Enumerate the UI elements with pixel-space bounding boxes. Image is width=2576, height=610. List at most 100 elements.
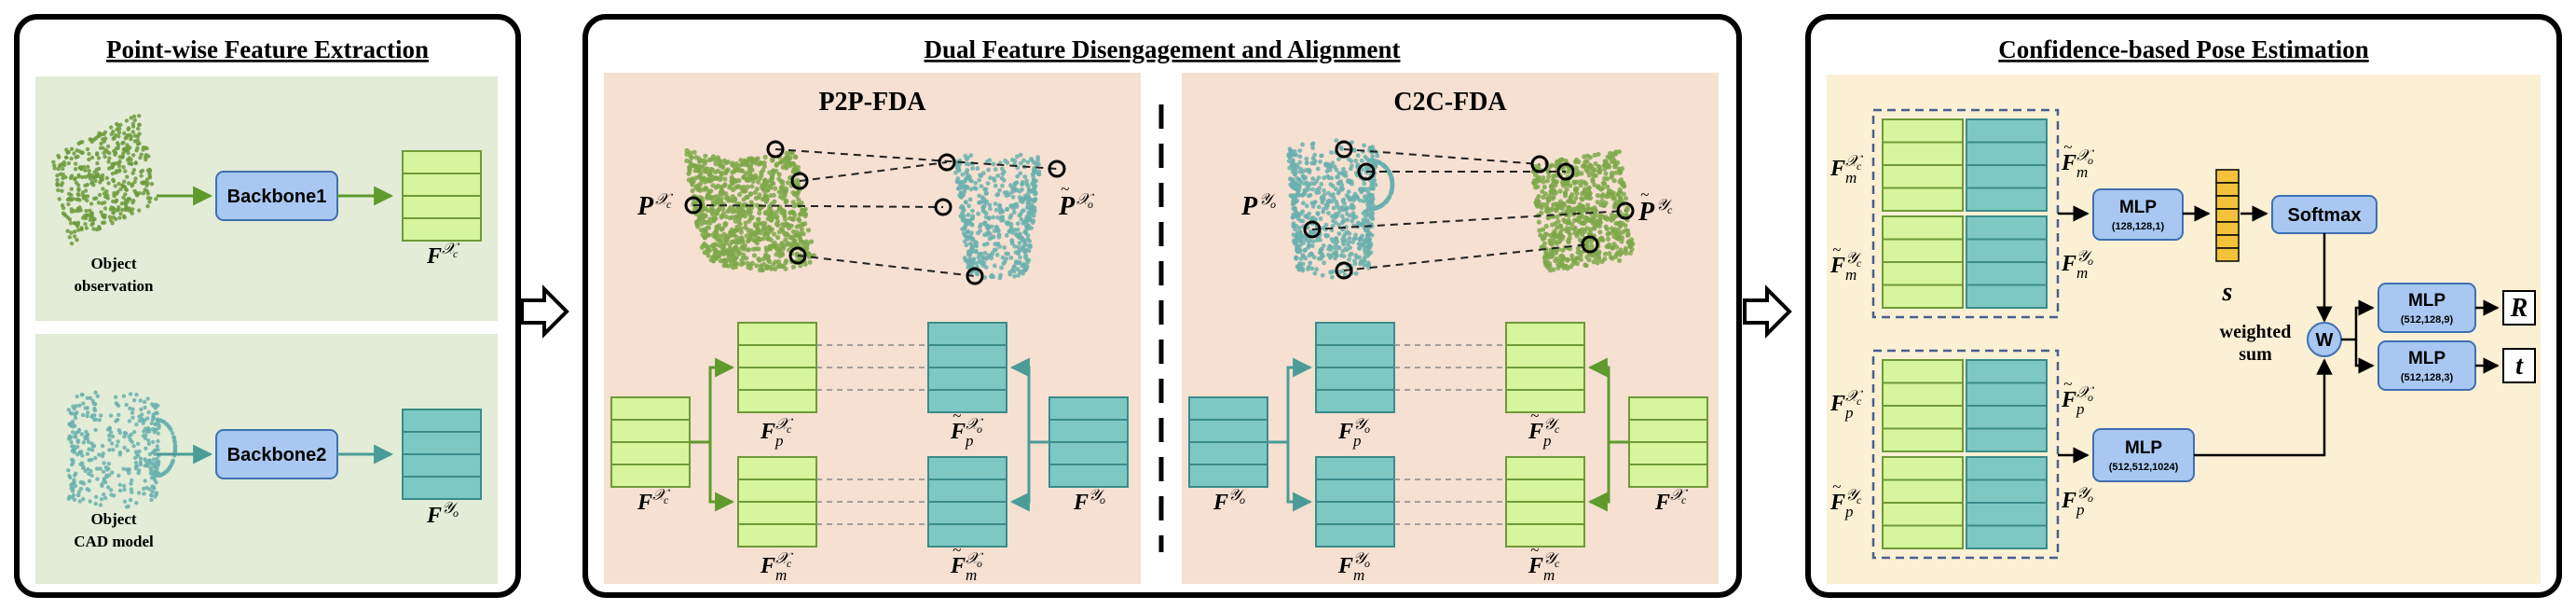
cloud-point bbox=[996, 232, 1002, 238]
cloud-point bbox=[1360, 258, 1365, 264]
cloud-point bbox=[1337, 270, 1342, 274]
cloud-point bbox=[1578, 183, 1583, 188]
cloud-point bbox=[990, 251, 995, 256]
cloud-point bbox=[89, 212, 94, 216]
cloud-point bbox=[110, 434, 116, 439]
cloud-point bbox=[1350, 215, 1356, 221]
cloud-point bbox=[96, 201, 102, 205]
cloud-point bbox=[131, 444, 136, 449]
translation-output-box bbox=[2502, 348, 2536, 383]
feature-row bbox=[1882, 284, 1964, 309]
cloud-point bbox=[1298, 256, 1304, 261]
cloud-point bbox=[1315, 212, 1321, 216]
cloud-point bbox=[773, 266, 778, 271]
feature-row bbox=[1882, 502, 1964, 527]
symbol-text: F bbox=[1213, 491, 1228, 515]
cloud-point bbox=[81, 496, 86, 502]
cloud-point bbox=[137, 468, 142, 473]
cloud-point bbox=[1302, 236, 1308, 242]
cloud-point bbox=[726, 234, 732, 240]
cloud-point bbox=[87, 157, 91, 162]
cloud-point bbox=[761, 227, 767, 232]
cloud-point bbox=[144, 462, 149, 466]
cloud-point bbox=[1019, 216, 1024, 222]
obs-caption-line1: Object bbox=[90, 255, 136, 272]
feature-row bbox=[610, 419, 691, 443]
tilde-mark: ~ bbox=[1832, 478, 1841, 495]
feature-row bbox=[927, 501, 1007, 525]
p2p-feat-Fp-Xc bbox=[737, 322, 817, 413]
cloud-point bbox=[1604, 161, 1610, 168]
cloud-point bbox=[958, 194, 963, 199]
cloud-point bbox=[1598, 187, 1604, 192]
cloud-point bbox=[128, 392, 133, 396]
cloud-point bbox=[158, 418, 163, 423]
cloud-point bbox=[155, 456, 159, 462]
cloud-point bbox=[730, 178, 736, 184]
cloud-point bbox=[1312, 270, 1318, 276]
cloud-point bbox=[109, 492, 114, 497]
feature-row bbox=[927, 478, 1007, 503]
cloud-point bbox=[132, 118, 137, 123]
cloud-point bbox=[74, 180, 79, 186]
cloud-point bbox=[769, 209, 774, 215]
cloud-point bbox=[1319, 252, 1324, 256]
cloud-point bbox=[1309, 243, 1315, 249]
cloud-point bbox=[1005, 206, 1010, 212]
cloud-point bbox=[1586, 257, 1592, 263]
superscript-index: c bbox=[1667, 203, 1673, 216]
feature-row bbox=[1315, 322, 1395, 346]
cloud-point bbox=[1330, 274, 1335, 280]
cloud-point bbox=[1580, 163, 1585, 169]
cloud-point bbox=[1340, 237, 1346, 242]
symbol-text: F bbox=[760, 554, 775, 578]
cloud-point bbox=[1551, 267, 1556, 272]
cloud-point bbox=[1592, 167, 1598, 173]
cloud-point bbox=[739, 235, 745, 241]
cloud-point bbox=[93, 178, 98, 184]
cloud-point bbox=[1290, 215, 1295, 220]
feature-row bbox=[610, 396, 691, 421]
cloud-point bbox=[1617, 231, 1623, 237]
cloud-point bbox=[1364, 157, 1370, 162]
cloud-point bbox=[1591, 259, 1596, 265]
cloud-point bbox=[77, 499, 83, 504]
cloud-point bbox=[979, 184, 984, 189]
symbol-text: F bbox=[760, 420, 775, 444]
cloud-point bbox=[713, 252, 719, 257]
cloud-point bbox=[66, 160, 72, 166]
cloud-point bbox=[1557, 199, 1563, 204]
flow-arrow-2 bbox=[1743, 284, 1792, 339]
cloud-point bbox=[134, 393, 139, 397]
backbone2-label: Backbone2 bbox=[227, 445, 327, 465]
cloud-point bbox=[85, 395, 90, 400]
cloud-point bbox=[117, 488, 123, 493]
cloud-point bbox=[1569, 221, 1575, 228]
cloud-point bbox=[716, 157, 721, 162]
cloud-point bbox=[1388, 172, 1393, 177]
feature-row bbox=[1628, 396, 1708, 421]
cloud-point bbox=[170, 431, 175, 436]
cloud-point bbox=[1026, 243, 1032, 249]
cloud-point bbox=[153, 451, 158, 456]
cloud-point bbox=[1336, 205, 1341, 211]
cloud-point bbox=[1545, 265, 1551, 270]
cloud-point bbox=[121, 195, 126, 200]
cloud-point bbox=[137, 114, 142, 118]
cloud-point bbox=[987, 202, 993, 208]
cloud-point bbox=[83, 183, 88, 188]
cloud-point bbox=[147, 487, 152, 492]
cloud-point bbox=[1301, 201, 1306, 206]
cloud-point bbox=[134, 422, 139, 427]
tilde-mark: ~ bbox=[1061, 180, 1069, 198]
cloud-point bbox=[1032, 189, 1037, 195]
feature-row bbox=[1505, 478, 1585, 503]
cloud-point bbox=[1007, 229, 1012, 234]
superscript-index: o bbox=[453, 506, 459, 520]
cloud-point bbox=[1306, 193, 1311, 199]
cloud-point bbox=[136, 491, 142, 495]
cloud-point bbox=[776, 172, 782, 177]
c2c-feature-links bbox=[1394, 344, 1506, 525]
cloud-point bbox=[979, 200, 984, 204]
cloud-point bbox=[1295, 233, 1300, 239]
